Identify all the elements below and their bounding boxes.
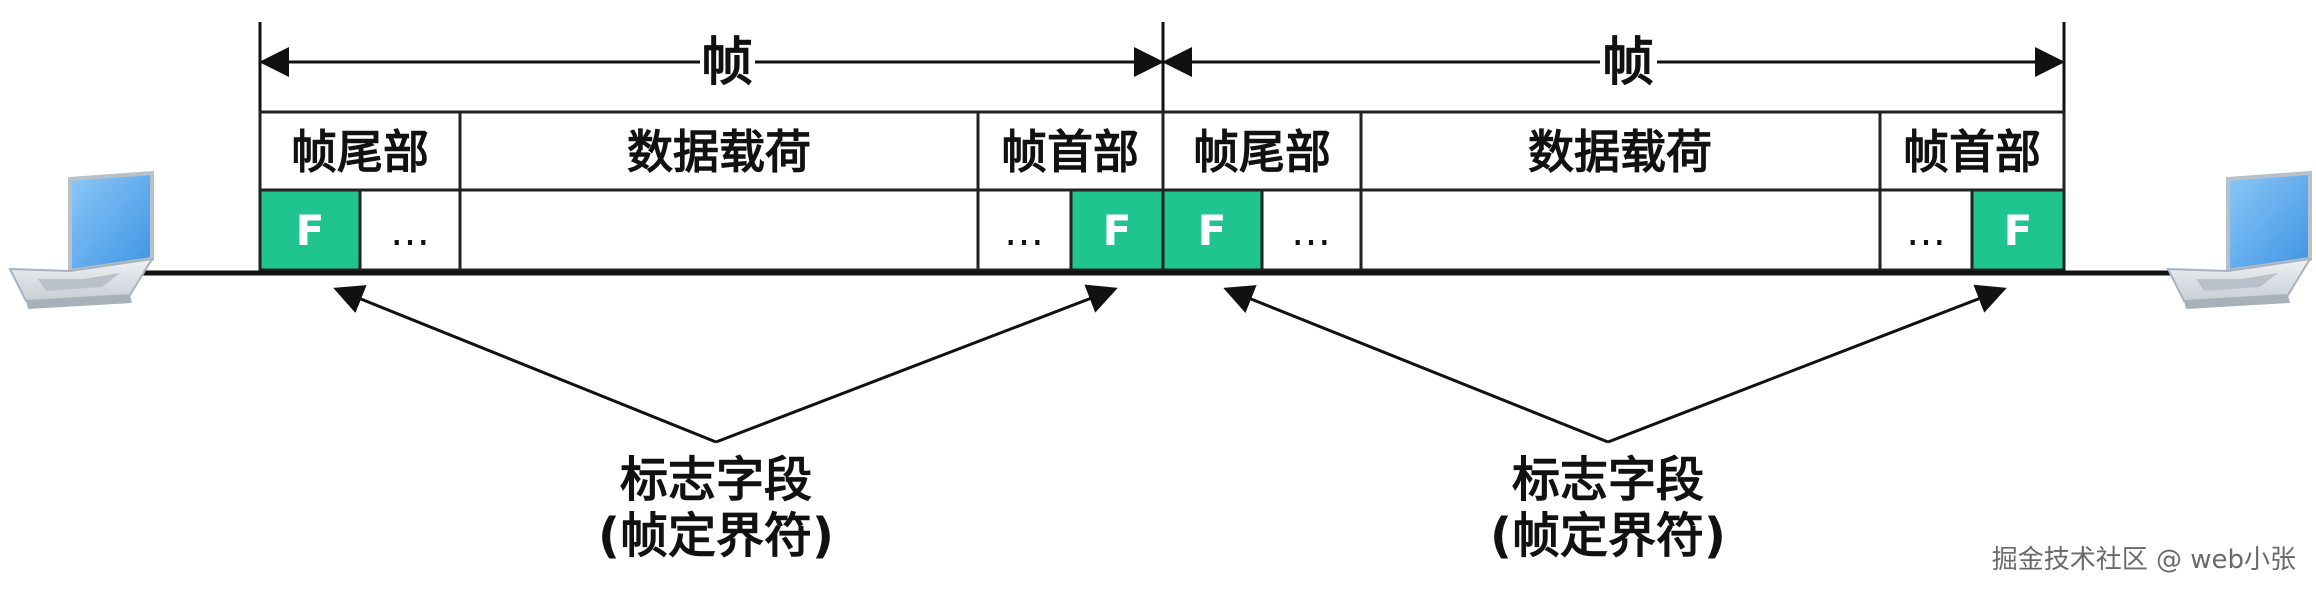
frame-1-payload-cell — [458, 110, 980, 192]
annotation-1-title: 标志字段 — [620, 452, 812, 508]
annotation-1: 标志字段 (帧定界符) — [598, 452, 834, 564]
flag-pointer-2-right — [1607, 284, 2007, 444]
frame-1-header-cell — [976, 110, 1165, 192]
annotation-2-subtitle: (帧定界符) — [1490, 508, 1726, 564]
frame-2-payload-body — [1359, 188, 1882, 272]
annotation-1-subtitle: (帧定界符) — [598, 508, 834, 564]
frame-2-trailer-label: 帧尾部 — [1193, 125, 1331, 179]
frame-1-payload-body — [458, 188, 980, 272]
frame-1-flag-left — [258, 188, 362, 272]
frame-1-flag-left-label: F — [296, 206, 325, 255]
frame-2-table: 帧尾部 数据载荷 帧首部 F … … F — [1161, 110, 2066, 272]
frame-1-ellipsis-right: … — [1004, 209, 1044, 255]
frame-1-flag-right-label: F — [1103, 206, 1132, 255]
frame-1-header-ellipsis-cell — [976, 188, 1073, 272]
frame-span-2: 帧 — [1162, 33, 2065, 93]
frame-1-label: 帧 — [701, 33, 753, 93]
flag-pointer-1-left — [333, 285, 717, 444]
frame-2-flag-right-label: F — [2004, 206, 2033, 255]
frame-2-label: 帧 — [1602, 33, 1654, 93]
frame-2-header-cell — [1878, 110, 2066, 192]
frame-1-payload-label: 数据载荷 — [627, 125, 811, 179]
frame-2-payload-label: 数据载荷 — [1528, 125, 1712, 179]
frame-1-trailer-ellipsis-cell — [358, 188, 462, 272]
annotation-2-title: 标志字段 — [1512, 452, 1704, 508]
frame-1-trailer-label: 帧尾部 — [291, 125, 429, 179]
frame-2-header-label: 帧首部 — [1903, 125, 2041, 179]
frame-2-flag-right — [1970, 188, 2066, 272]
annotation-2: 标志字段 (帧定界符) — [1490, 452, 1726, 564]
annotation-arrows-2 — [1223, 284, 2007, 444]
laptop-icon — [8, 170, 154, 309]
flag-pointer-2-left — [1223, 285, 1609, 444]
frame-2-ellipsis-right: … — [1906, 209, 1946, 255]
frame-2-header-ellipsis-cell — [1878, 188, 1974, 272]
frame-2-flag-left-label: F — [1198, 206, 1227, 255]
frame-span-1: 帧 — [259, 33, 1164, 93]
frame-2-ellipsis-left: … — [1291, 209, 1331, 255]
annotation-arrows-1 — [333, 284, 1118, 444]
watermark: 掘金技术社区 @ web小张 — [1992, 545, 2296, 575]
flag-pointer-1-right — [715, 284, 1118, 444]
frame-2-flag-left — [1161, 188, 1264, 272]
frame-1-ellipsis-left: … — [390, 209, 430, 255]
laptop-icon — [2166, 170, 2312, 309]
frame-1-table: 帧尾部 数据载荷 帧首部 F … … F — [258, 110, 1165, 272]
frame-1-header-label: 帧首部 — [1001, 125, 1139, 179]
